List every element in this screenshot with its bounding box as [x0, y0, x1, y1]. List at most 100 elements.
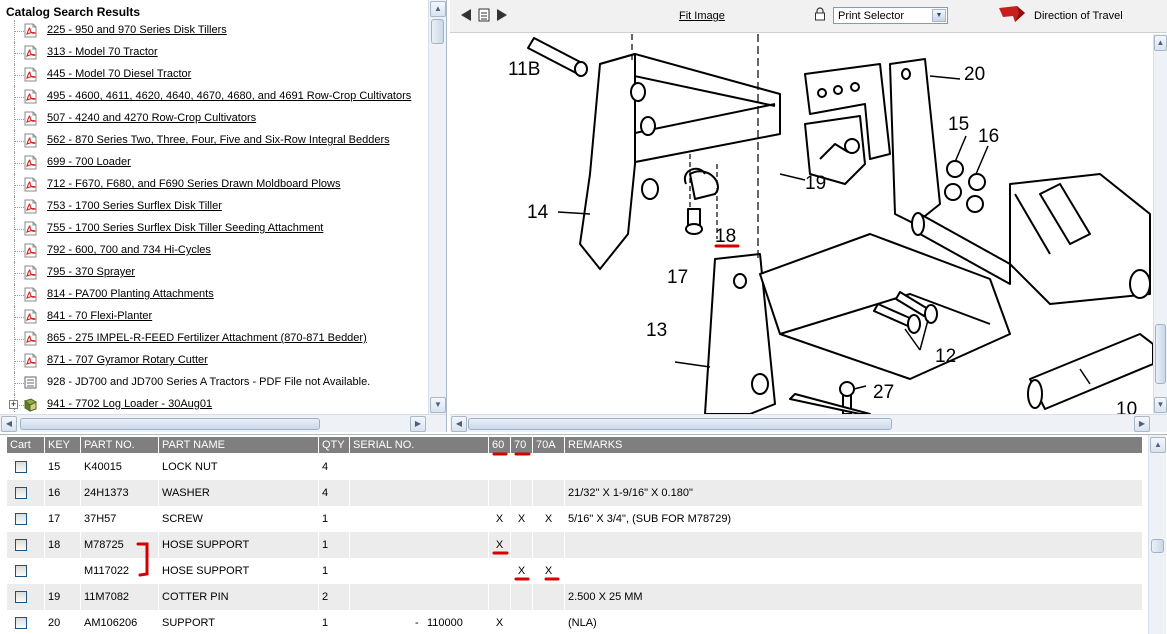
previous-arrow-icon[interactable] [459, 8, 473, 22]
print-selector-dropdown[interactable]: Print Selector ▼ [833, 7, 948, 24]
pdf-icon [24, 221, 37, 236]
catalog-item-label[interactable]: 841 - 70 Flexi-Planter [47, 310, 153, 322]
catalog-item[interactable]: 507 - 4240 and 4270 Row-Crop Cultivators [0, 108, 428, 130]
callout-14[interactable]: 14 [527, 202, 549, 223]
scroll-thumb[interactable] [1155, 324, 1166, 384]
catalog-item[interactable]: 712 - F670, F680, and F690 Series Drawn … [0, 174, 428, 196]
table-vertical-scrollbar[interactable]: ▲ [1148, 435, 1166, 634]
catalog-item-label[interactable]: 445 - Model 70 Diesel Tractor [47, 68, 192, 80]
catalog-item-label[interactable]: 712 - F670, F680, and F690 Series Drawn … [47, 178, 341, 190]
column-header[interactable]: Cart [7, 437, 45, 453]
catalog-item-label[interactable]: 814 - PA700 Planting Attachments [47, 288, 214, 300]
catalog-item-label[interactable]: 795 - 370 Sprayer [47, 266, 136, 278]
scroll-down-button[interactable]: ▼ [430, 397, 446, 413]
callout-13[interactable]: 13 [646, 320, 667, 341]
scroll-up-button[interactable]: ▲ [430, 1, 446, 17]
column-header[interactable]: 70 [511, 437, 533, 453]
catalog-item[interactable]: 445 - Model 70 Diesel Tractor [0, 64, 428, 86]
diagram-vertical-scrollbar[interactable]: ▲ ▼ [1153, 34, 1167, 414]
column-header[interactable]: PART NAME [159, 437, 319, 453]
catalog-item[interactable]: 814 - PA700 Planting Attachments [0, 284, 428, 306]
catalog-item-label[interactable]: 755 - 1700 Series Surflex Disk Tiller Se… [47, 222, 324, 234]
column-header[interactable]: REMARKS [565, 437, 1143, 453]
catalog-item[interactable]: 792 - 600, 700 and 734 Hi-Cycles [0, 240, 428, 262]
catalog-item[interactable]: 755 - 1700 Series Surflex Disk Tiller Se… [0, 218, 428, 240]
column-header[interactable]: 60 [489, 437, 511, 453]
catalog-item-label[interactable]: 313 - Model 70 Tractor [47, 46, 158, 58]
catalog-item[interactable]: 699 - 700 Loader [0, 152, 428, 174]
callout-12[interactable]: 12 [935, 346, 956, 367]
next-arrow-icon[interactable] [495, 8, 509, 22]
callout-11b[interactable]: 11B [508, 59, 540, 80]
callout-27[interactable]: 27 [873, 382, 894, 403]
scroll-down-button[interactable]: ▼ [1154, 397, 1167, 413]
scroll-thumb[interactable] [468, 418, 892, 430]
add-to-cart-checkbox[interactable] [15, 565, 27, 577]
add-to-cart-checkbox[interactable] [15, 539, 27, 551]
catalog-item[interactable]: 225 - 950 and 970 Series Disk Tillers [0, 20, 428, 42]
callout-16[interactable]: 16 [978, 126, 999, 147]
scroll-left-button[interactable]: ◀ [451, 416, 467, 432]
scroll-left-button[interactable]: ◀ [1, 416, 17, 432]
callout-18[interactable]: 18 [715, 226, 736, 247]
callout-17[interactable]: 17 [667, 267, 688, 288]
catalog-item[interactable]: 562 - 870 Series Two, Three, Four, Five … [0, 130, 428, 152]
add-to-cart-checkbox[interactable] [15, 513, 27, 525]
catalog-item[interactable]: 753 - 1700 Series Surflex Disk Tiller [0, 196, 428, 218]
add-to-cart-checkbox[interactable] [15, 487, 27, 499]
callout-15[interactable]: 15 [948, 114, 969, 135]
tree-horizontal-scrollbar[interactable]: ◀ ▶ [0, 414, 446, 432]
chevron-down-icon[interactable]: ▼ [932, 9, 946, 22]
callout-10[interactable]: 10 [1116, 399, 1137, 414]
catalog-item-label[interactable]: 225 - 950 and 970 Series Disk Tillers [47, 24, 227, 36]
add-to-cart-checkbox[interactable] [15, 461, 27, 473]
catalog-item-label[interactable]: 792 - 600, 700 and 734 Hi-Cycles [47, 244, 211, 256]
catalog-item-label[interactable]: 699 - 700 Loader [47, 156, 131, 168]
tree-vertical-scrollbar[interactable]: ▲ ▼ [428, 0, 446, 414]
catalog-item-label[interactable]: 865 - 275 IMPEL-R-FEED Fertilizer Attach… [47, 332, 367, 344]
catalog-item[interactable]: 871 - 707 Gyramor Rotary Cutter [0, 350, 428, 372]
callout-20[interactable]: 20 [964, 64, 985, 85]
expand-toggle[interactable]: + [9, 399, 18, 409]
column-header[interactable]: SERIAL NO. [350, 437, 489, 453]
scroll-thumb[interactable] [431, 19, 444, 44]
serial-cell: -110000 [350, 610, 489, 634]
catalog-item-label[interactable]: 753 - 1700 Series Surflex Disk Tiller [47, 200, 222, 212]
diagram-horizontal-scrollbar[interactable]: ◀ ▶ [450, 414, 1167, 432]
catalog-item[interactable]: 313 - Model 70 Tractor [0, 42, 428, 64]
column-header[interactable]: KEY [45, 437, 81, 453]
add-to-cart-checkbox[interactable] [15, 591, 27, 603]
catalog-item-label[interactable]: 507 - 4240 and 4270 Row-Crop Cultivators [47, 112, 257, 124]
column-header[interactable]: 70A [533, 437, 565, 453]
scroll-up-button[interactable]: ▲ [1154, 35, 1167, 51]
catalog-item[interactable]: 865 - 275 IMPEL-R-FEED Fertilizer Attach… [0, 328, 428, 350]
catalog-item[interactable]: +941 - 7702 Log Loader - 30Aug01 [0, 394, 428, 413]
catalog-item[interactable]: 928 - JD700 and JD700 Series A Tractors … [0, 372, 428, 394]
catalog-item-label[interactable]: 562 - 870 Series Two, Three, Four, Five … [47, 134, 390, 146]
page-icon[interactable] [477, 8, 491, 22]
catalog-item[interactable]: 795 - 370 Sprayer [0, 262, 428, 284]
scroll-right-button[interactable]: ▶ [410, 416, 426, 432]
callout-19[interactable]: 19 [805, 173, 826, 194]
catalog-item[interactable]: 841 - 70 Flexi-Planter [0, 306, 428, 328]
scroll-up-button[interactable]: ▲ [1150, 437, 1166, 453]
column-header[interactable]: QTY [319, 437, 350, 453]
scroll-right-button[interactable]: ▶ [1134, 416, 1150, 432]
catalog-item-label[interactable]: 871 - 707 Gyramor Rotary Cutter [47, 354, 208, 366]
parts-diagram[interactable]: 11B 20 15 16 19 14 18 17 13 12 27 10 [450, 34, 1153, 414]
catalog-item[interactable]: 495 - 4600, 4611, 4620, 4640, 4670, 4680… [0, 86, 428, 108]
scroll-thumb[interactable] [20, 418, 320, 430]
scroll-thumb[interactable] [1151, 539, 1164, 553]
column-header[interactable]: PART NO. [81, 437, 159, 453]
fit-image-link[interactable]: Fit Image [679, 10, 725, 22]
catalog-item-label[interactable]: 495 - 4600, 4611, 4620, 4640, 4670, 4680… [47, 90, 412, 102]
add-to-cart-checkbox[interactable] [15, 617, 27, 629]
catalog-item-label[interactable]: 941 - 7702 Log Loader - 30Aug01 [47, 398, 213, 410]
